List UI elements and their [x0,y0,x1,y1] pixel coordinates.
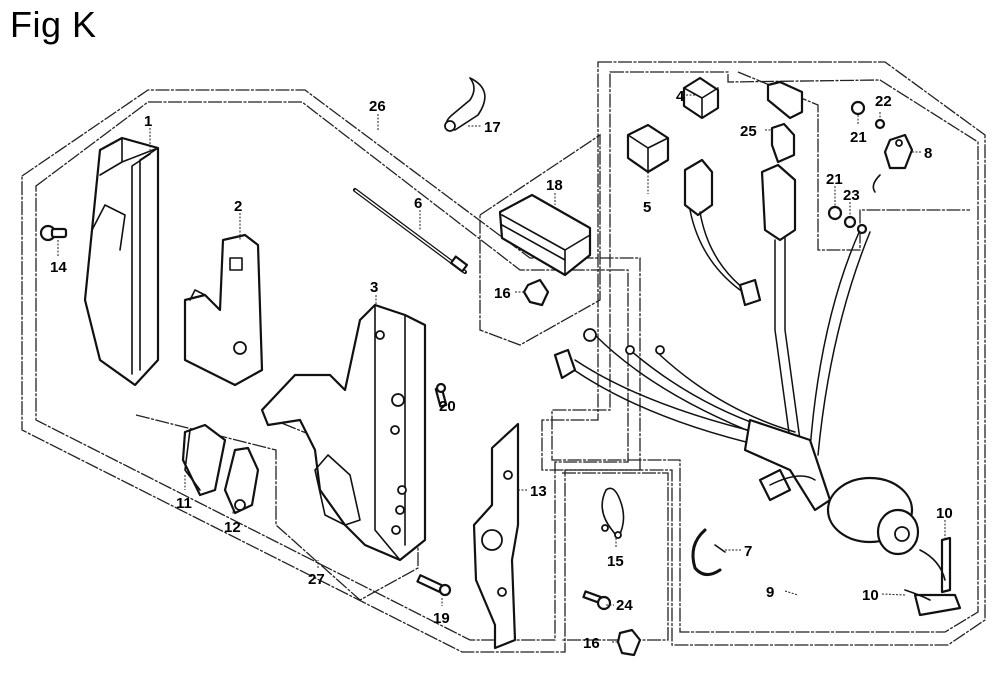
part-16-clamp-upper [522,278,550,307]
callout-20: 20 [439,398,456,415]
part-17-clip [444,77,486,132]
frame-wire-harness-inner [551,71,979,633]
callout-9: 9 [766,584,774,601]
part-22-washer [874,118,886,130]
callout-17: 17 [484,119,501,136]
frame-wire-harness-outer [541,61,986,646]
part-14-screw [39,224,68,242]
part-6-rod [353,188,469,274]
part-19-screw [416,574,452,597]
callout-3: 3 [370,279,378,296]
part-25-fuse [766,80,804,164]
callout-1: 1 [144,113,152,130]
part-18-block [498,193,592,277]
callout-15: 15 [607,553,624,570]
callout-21-lower: 21 [826,171,843,188]
callout-7: 7 [744,543,752,560]
callout-labels: 1 2 3 4 5 6 7 8 9 10 10 11 12 13 14 15 1… [50,88,953,652]
part-1-cover [83,136,160,387]
figure-title: Fig K [10,4,97,45]
part-21-nut-lower [827,205,843,221]
part-21-nut-upper [850,100,866,116]
callout-5: 5 [643,199,651,216]
ignition-switch [826,476,920,556]
callout-16-lower: 16 [583,635,600,652]
part-3-control-panel [260,303,427,562]
callout-27: 27 [308,571,325,588]
part-7-clamp [691,528,726,576]
callout-26: 26 [369,98,386,115]
part-23-washer [843,215,868,235]
callout-10-lower: 10 [862,587,879,604]
frame-fuse-group [737,71,970,251]
callout-16-upper: 16 [494,285,511,302]
part-24-bolt [582,590,612,611]
callout-14: 14 [50,259,67,276]
part-20-screw [434,382,448,408]
callout-23: 23 [843,187,860,204]
leader-lines [57,94,946,643]
callout-19: 19 [433,610,450,627]
part-4-relay [682,76,720,120]
frame-clip-group [562,472,669,641]
part-13-plate [472,422,520,650]
callout-18: 18 [546,177,563,194]
part-11-switch [181,423,227,497]
frame-center-kit [479,133,601,346]
callout-6: 6 [414,195,422,212]
frame-inner-left-assembly [35,101,629,641]
callout-22: 22 [875,93,892,110]
part-12-switch-assembly [223,446,260,515]
part-10-keys [904,536,962,617]
callout-10-upper: 10 [936,505,953,522]
part-5-connector-block [626,123,670,174]
callout-24: 24 [616,597,633,614]
callout-8: 8 [924,145,932,162]
callout-21-upper: 21 [850,129,867,146]
callout-2: 2 [234,198,242,215]
part-16-clamp-lower [616,628,642,657]
callout-12: 12 [224,519,241,536]
callout-11: 11 [176,495,192,512]
callout-25: 25 [740,123,757,140]
part-9-wire-harness [553,158,871,512]
part-2-bracket [183,233,264,387]
part-15-cable-tie [601,487,625,539]
part-8-terminal [872,133,914,193]
callout-13: 13 [530,483,547,500]
callout-4: 4 [676,88,685,105]
